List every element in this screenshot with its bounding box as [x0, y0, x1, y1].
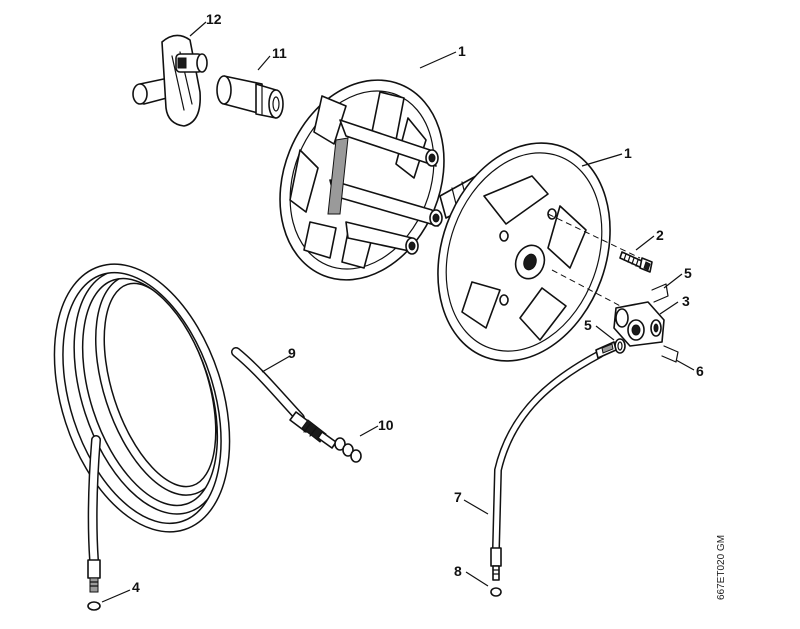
part-1-reel-side-plate-left [279, 79, 445, 281]
part-6-hose-pipe [490, 341, 617, 581]
part-3-connector [613, 301, 665, 347]
callout-1-left: 1 [458, 43, 466, 59]
callout-9: 12 [206, 11, 222, 27]
part-2-screw [619, 251, 653, 273]
callout-2: 2 [656, 227, 664, 243]
callout-labels: 12 11 1 1 2 5 3 5 6 9 10 7 8 4 [132, 11, 704, 595]
part-1-reel-side-plate-right [437, 142, 611, 362]
callout-3: 3 [682, 293, 690, 309]
callout-12: 10 [378, 417, 394, 433]
callout-6: 7 [454, 489, 462, 505]
callout-11: 4 [132, 579, 140, 595]
part-4-o-ring [614, 338, 626, 354]
part-8-sleeve [216, 75, 284, 119]
callout-4: 5 [584, 317, 592, 333]
image-code: 667ET020 GM [716, 534, 727, 600]
callout-5-upper: 5 [684, 265, 692, 281]
alignment-line-connector [551, 269, 629, 311]
part-5-clip-lower [661, 345, 679, 363]
callout-1-right: 1 [624, 145, 632, 161]
alignment-line-screw [547, 213, 641, 259]
callout-10: 9 [288, 345, 296, 361]
leader-lines [101, 21, 695, 603]
callout-5-lower: 6 [696, 363, 704, 379]
part-10-coiled-hose [53, 263, 337, 593]
part-12-o-rings [334, 437, 362, 463]
part-11-o-ring [87, 601, 101, 611]
part-9-crank-handle [132, 34, 208, 127]
callout-7: 8 [454, 563, 462, 579]
part-5-clip-upper [651, 283, 669, 303]
callout-8: 11 [272, 45, 287, 61]
part-7-o-ring [490, 587, 502, 597]
